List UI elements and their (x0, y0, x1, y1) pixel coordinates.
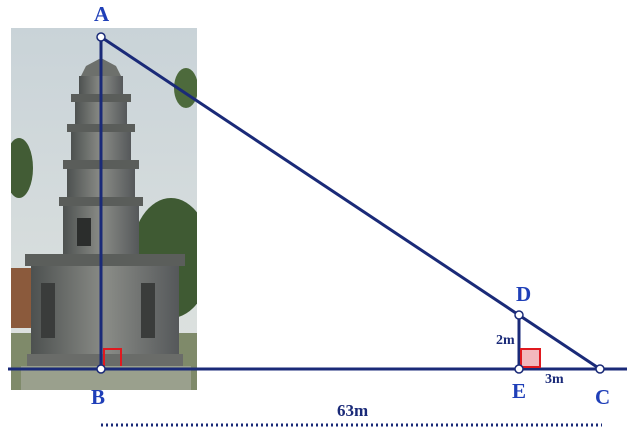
right-angle-marker-e (520, 348, 541, 368)
point-b (96, 364, 106, 374)
point-c (595, 364, 605, 374)
label-e: E (512, 379, 526, 403)
measure-de: 2m (496, 333, 515, 348)
label-c: C (595, 385, 610, 409)
right-angle-marker-b (103, 348, 122, 366)
measure-bc: 63m (337, 401, 368, 420)
label-d: D (516, 282, 531, 306)
label-a: A (94, 2, 110, 26)
point-d (514, 310, 524, 320)
label-b: B (91, 385, 105, 409)
segment-ac (100, 35, 601, 371)
point-e (514, 364, 524, 374)
point-a (96, 32, 106, 42)
measure-ec: 3m (545, 372, 564, 387)
